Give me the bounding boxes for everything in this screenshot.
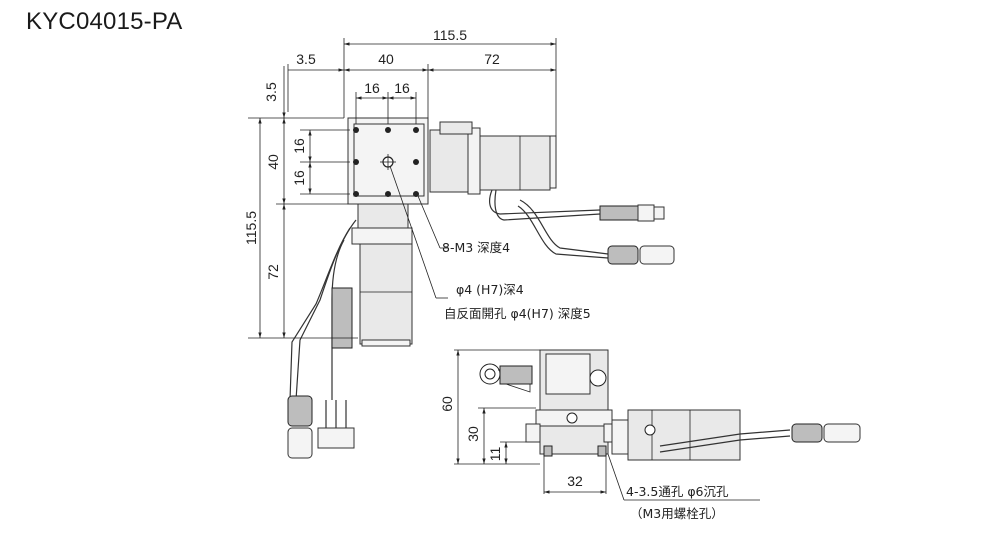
note-pin-hole-back: 自反面開孔 φ4(H7) 深度5	[444, 306, 591, 321]
dim-hole-pitch: 32	[567, 473, 583, 489]
side-x-motor	[611, 409, 861, 461]
dim-pitch-y2: 16	[291, 170, 307, 186]
dim-overall-height: 115.5	[243, 211, 259, 245]
dim-pitch-x1: 16	[364, 80, 380, 96]
y-axis-motor	[351, 199, 413, 347]
side-motor	[479, 349, 609, 411]
dim-offset-left: 3.5	[296, 51, 316, 67]
cables-top	[287, 189, 675, 459]
dim-base-height: 11	[487, 447, 503, 462]
dim-motor-length: 72	[484, 51, 500, 67]
note-mount-holes-sub: （M3用螺栓孔）	[630, 506, 724, 521]
dim-total-height: 60	[439, 396, 455, 412]
side-view: 60 30 11 32 4-3.5通孔 φ6沉孔 （M3用螺栓孔）	[439, 349, 861, 521]
dim-stage-width: 40	[378, 51, 394, 67]
leader-lines	[389, 165, 448, 299]
page-title: KYC04015-PA	[26, 8, 183, 35]
tapped-holes	[353, 127, 419, 197]
stage-top	[347, 117, 429, 205]
dim-table-height: 30	[465, 426, 481, 442]
dim-stage-height: 40	[265, 154, 281, 170]
x-axis-motor	[429, 121, 557, 195]
note-mount-holes: 4-3.5通孔 φ6沉孔	[626, 484, 729, 499]
dim-pitch-y1: 16	[291, 138, 307, 154]
note-tapped-holes: 8-M3 深度4	[442, 240, 510, 255]
dim-overall-width: 115.5	[433, 27, 467, 43]
dim-pitch-x2: 16	[394, 80, 410, 96]
note-pin-hole: φ4 (H7)深4	[456, 282, 524, 297]
top-view: 115.5 3.5 40 72 16 16 3.5 115.5 40 72 16…	[243, 27, 675, 459]
side-stage	[525, 409, 619, 457]
dim-top-offset: 3.5	[263, 82, 279, 102]
dim-motor-height: 72	[265, 264, 281, 280]
